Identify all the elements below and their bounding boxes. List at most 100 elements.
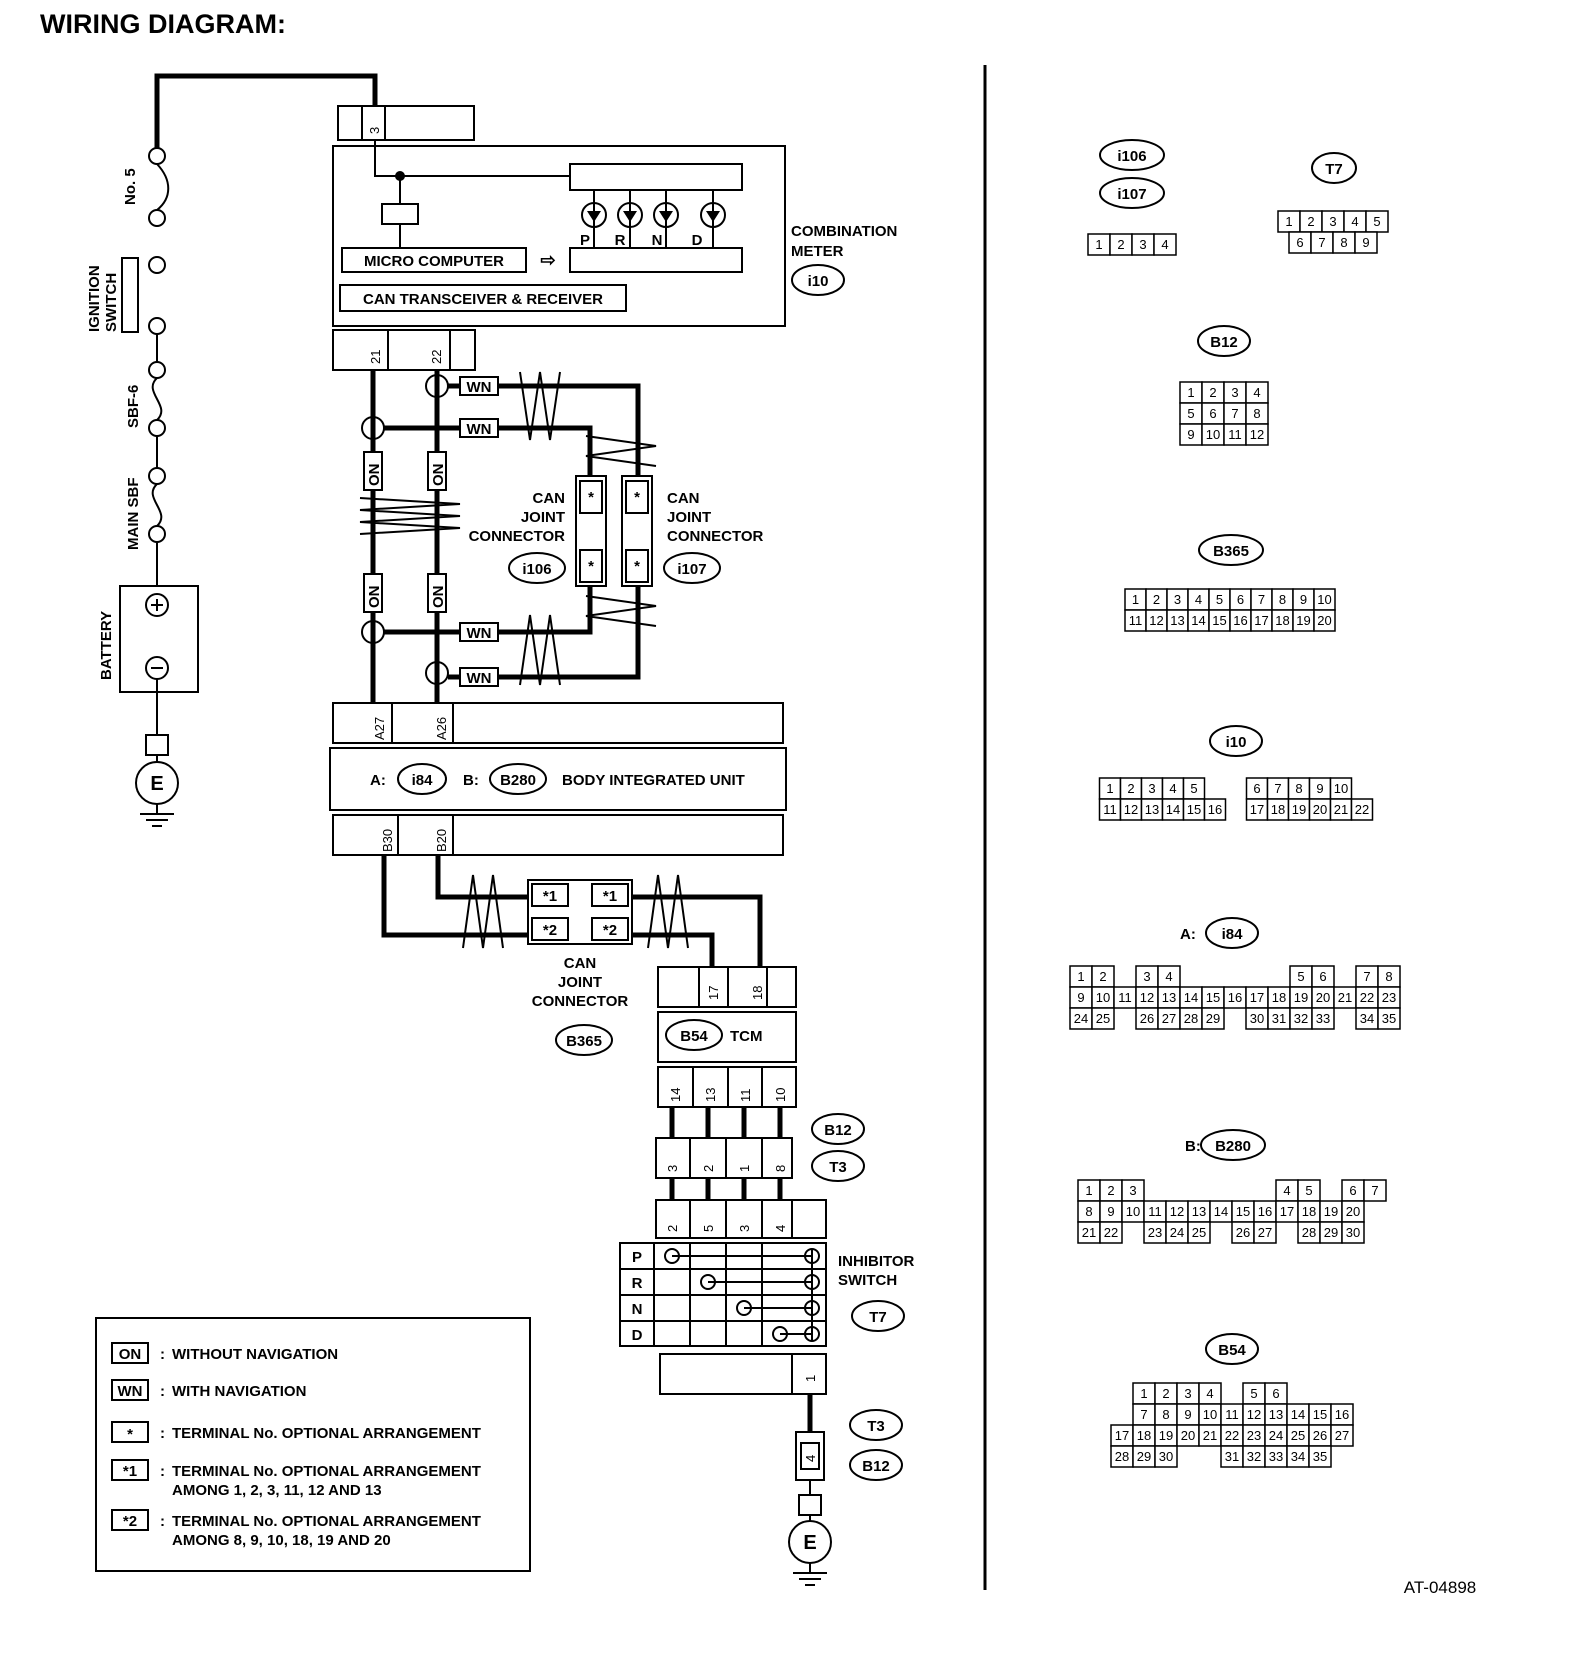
connector-pin-number: 3 <box>1329 214 1336 229</box>
connector-pin-number: 18 <box>1272 990 1286 1005</box>
ground-label-2: E <box>803 1532 816 1554</box>
connector-pin-number: 3 <box>1174 592 1181 607</box>
connector-pin-cell <box>1363 1179 1387 1202</box>
legend-item-wn: WN : WITH NAVIGATION <box>111 1379 306 1401</box>
connector-pin-number: 7 <box>1318 235 1325 250</box>
connector-pin-number: 11 <box>1228 427 1242 442</box>
connector-pin-cell <box>1154 1445 1178 1468</box>
connector-pin-number: 24 <box>1170 1225 1184 1240</box>
meter-pin-21: 21 <box>368 350 383 364</box>
connector-pin-number: 22 <box>1360 990 1374 1005</box>
connector-pin-number: 1 <box>1106 781 1113 796</box>
connector-pin-number: 10 <box>1126 1204 1140 1219</box>
svg-text:3: 3 <box>665 1165 680 1172</box>
svg-text:CAN: CAN <box>564 955 597 972</box>
connector-pin-number: 6 <box>1237 592 1244 607</box>
connector-pin-number: 30 <box>1346 1225 1360 1240</box>
b12-code: B12 <box>824 1122 852 1139</box>
svg-text:*2: *2 <box>123 1513 137 1530</box>
svg-text::: : <box>160 1425 165 1442</box>
connector-pin-number: 4 <box>1351 214 1358 229</box>
connector-pin-cell <box>1203 798 1227 821</box>
connector-pin-number: 26 <box>1236 1225 1250 1240</box>
connector-pin-number: 33 <box>1269 1449 1283 1464</box>
connector-pin-number: 11 <box>1225 1407 1239 1422</box>
connector-pin-number: 9 <box>1187 427 1194 442</box>
connector-pin-number: 14 <box>1184 990 1198 1005</box>
connector-pin-number: 3 <box>1148 781 1155 796</box>
svg-text:*1: *1 <box>543 888 557 905</box>
connector-pin-number: 14 <box>1214 1204 1228 1219</box>
connector-pin-number: 1 <box>1132 592 1139 607</box>
can-joint-connector-i106: * * CAN JOINT CONNECTOR i106 <box>469 475 607 587</box>
connector-pin-number: 17 <box>1115 1428 1129 1443</box>
connector-pin-number: 13 <box>1145 802 1159 817</box>
meter-pin-22: 22 <box>429 350 444 364</box>
connector-pin-number: 14 <box>1291 1407 1305 1422</box>
connector-pin-number: 10 <box>1203 1407 1217 1422</box>
meter-connector-code: i10 <box>808 273 829 290</box>
connector-pin-number: 5 <box>1305 1183 1312 1198</box>
svg-text:2: 2 <box>665 1225 680 1232</box>
connector-pin-number: 2 <box>1107 1183 1114 1198</box>
svg-text:CONNECTOR: CONNECTOR <box>667 528 764 545</box>
connector-pin-number: 4 <box>1165 969 1172 984</box>
connector-pin-number: 4 <box>1169 781 1176 796</box>
connector-pin-number: 3 <box>1231 385 1238 400</box>
connector-code-ellipse <box>1311 152 1357 184</box>
meter-name-2: METER <box>791 243 844 260</box>
connector-pin-number: 2 <box>1099 969 1106 984</box>
connector-pin-number: 17 <box>1250 802 1264 817</box>
connector-pin-number: 26 <box>1140 1011 1154 1026</box>
connector-pin-number: 2 <box>1153 592 1160 607</box>
svg-text:*: * <box>127 1426 133 1443</box>
svg-text:14: 14 <box>668 1088 683 1102</box>
connector-pin-number: 9 <box>1184 1407 1191 1422</box>
svg-text:AMONG 1, 2, 3, 11, 12 AND 13: AMONG 1, 2, 3, 11, 12 AND 13 <box>172 1482 382 1499</box>
connector-pin-number: 24 <box>1269 1428 1283 1443</box>
connector-pin-number: 12 <box>1247 1407 1261 1422</box>
connector-pin-number: 7 <box>1274 781 1281 796</box>
svg-text:R: R <box>632 1275 643 1292</box>
connector-pin-number: 9 <box>1362 235 1369 250</box>
tag-on-4: ON <box>427 573 447 613</box>
connector-code-ellipse <box>1209 725 1263 757</box>
connector-pin-number: 29 <box>1137 1449 1151 1464</box>
svg-text:5: 5 <box>701 1225 716 1232</box>
biu-name: BODY INTEGRATED UNIT <box>562 772 745 789</box>
tcm-pin-17: 17 <box>706 986 721 1000</box>
inhibitor-code: T7 <box>869 1309 887 1326</box>
connector-pin-number: 35 <box>1313 1449 1327 1464</box>
connector-pin-number: 27 <box>1335 1428 1349 1443</box>
connector-pin-number: 32 <box>1247 1449 1261 1464</box>
svg-text:JOINT: JOINT <box>558 974 602 991</box>
biu-pin-b20: B20 <box>434 829 449 852</box>
t3-code: T3 <box>829 1159 847 1176</box>
can-joint-connector-i107: * * CAN JOINT CONNECTOR i107 <box>621 475 764 587</box>
connector-pin-cell <box>1354 231 1378 254</box>
connector-pin-number: 34 <box>1291 1449 1305 1464</box>
tag-on-3: ON <box>363 573 383 613</box>
legend-item-star1: *1 : TERMINAL No. OPTIONAL ARRANGEMENT A… <box>111 1459 481 1499</box>
connector-pin-number: 15 <box>1236 1204 1250 1219</box>
svg-text:4: 4 <box>803 1455 818 1462</box>
svg-text:*: * <box>588 489 594 506</box>
connector-pin-number: 5 <box>1373 214 1380 229</box>
svg-text:WN: WN <box>467 421 492 438</box>
tcm-name: TCM <box>730 1028 763 1045</box>
connector-pin-number: 7 <box>1258 592 1265 607</box>
legend-box: ON : WITHOUT NAVIGATION WN : WITH NAVIGA… <box>95 1317 531 1572</box>
connector-pin-number: 23 <box>1148 1225 1162 1240</box>
connector-pin-number: 5 <box>1190 781 1197 796</box>
svg-text:CONNECTOR: CONNECTOR <box>532 993 629 1010</box>
tcm: 17 18 B54 TCM 14 13 11 10 3 2 1 8 B12 T3 <box>655 966 865 1200</box>
inhibitor-name-2: SWITCH <box>838 1272 897 1289</box>
connector-code-ellipse <box>1198 534 1264 566</box>
connector-pin-number: 20 <box>1181 1428 1195 1443</box>
connector-pin-cell <box>1313 609 1336 632</box>
can-joint-connector-b365: *1 *2 *1 *2 CAN JOINT CONNECTOR B365 <box>527 879 633 1056</box>
connector-pin-number: 17 <box>1254 613 1268 628</box>
